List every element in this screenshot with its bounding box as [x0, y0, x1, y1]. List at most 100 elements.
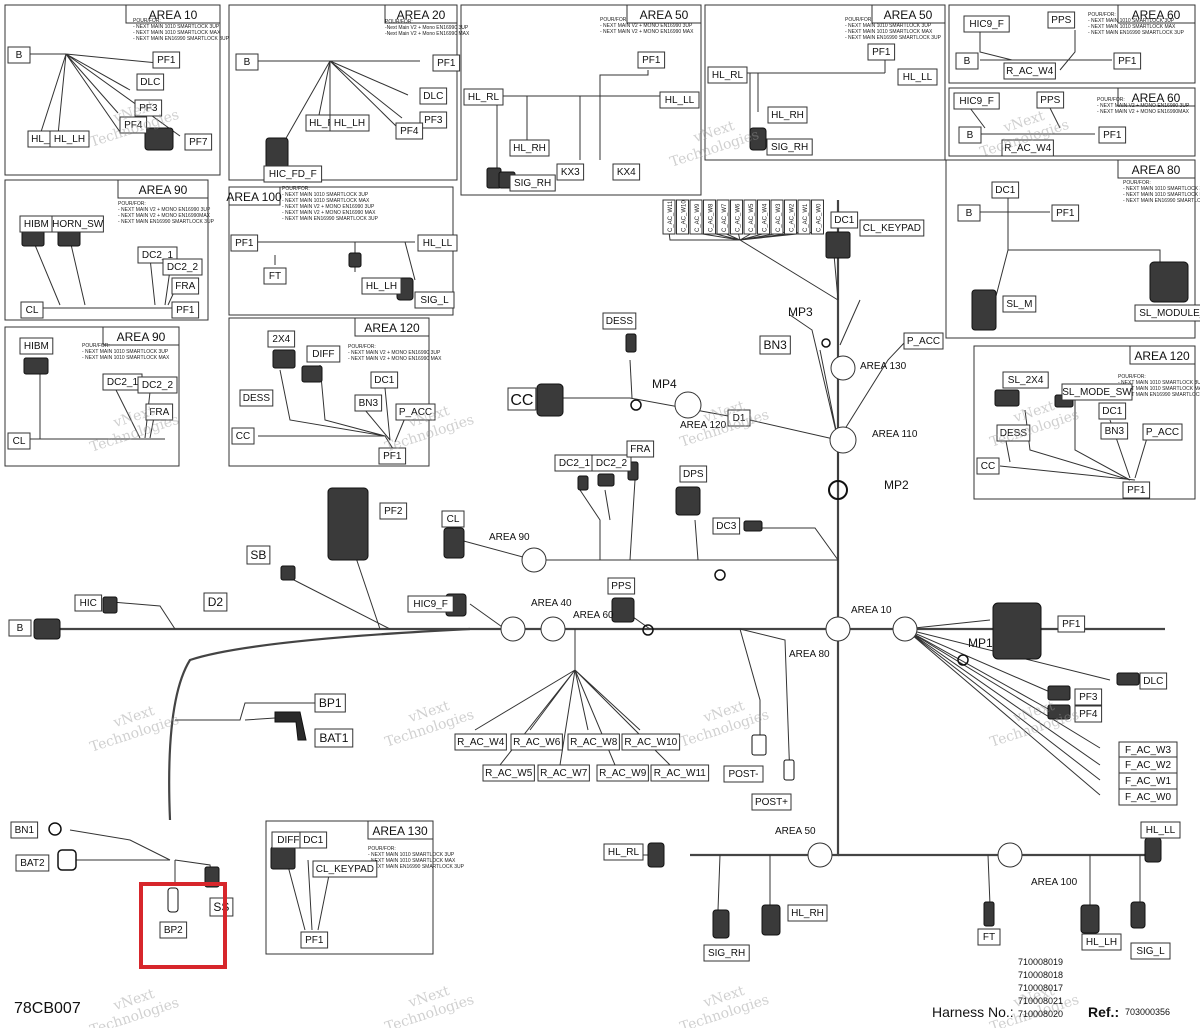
inset-note: POUR/FOR: [1097, 97, 1125, 103]
main-wires [69, 231, 1161, 911]
c-ac-text: C_AC_W8 [709, 203, 715, 232]
inset-connector-label: HIC_FD_F [263, 165, 323, 183]
inset-note: POUR/FOR: [368, 846, 396, 852]
connector-label: HIC [74, 594, 103, 612]
inset-note: POUR/FOR: [348, 344, 376, 350]
inset-title: AREA 60 [1132, 8, 1181, 22]
c-ac-label: C_AC_W3 [770, 199, 784, 235]
label-text: R_AC_W11 [654, 768, 706, 779]
inset-note: - NEXT MAIN 1010 SMARTLOCK MAX [1123, 192, 1200, 198]
inset-connector-label: DC2_2 [137, 376, 178, 394]
label-text: DC2_2 [167, 262, 199, 273]
label-text: DC2_2 [596, 458, 628, 469]
label-text: SB [250, 548, 266, 562]
c-ac-text: C_AC_W11 [668, 200, 674, 232]
label-text: PF4 [400, 126, 419, 137]
label-text: FT [269, 271, 281, 282]
label-text: POST- [728, 769, 758, 780]
inset-title: AREA 100 [226, 190, 282, 204]
connector-label: SB [246, 545, 271, 565]
label-text: BN3 [359, 398, 379, 409]
label-text: PF3 [1079, 692, 1098, 703]
harness-number: 710008017 [1018, 983, 1064, 993]
label-text: BP1 [319, 696, 342, 710]
label-text: B [964, 56, 971, 67]
inset-connector-label: B [958, 126, 982, 144]
inset-title: AREA 120 [1134, 349, 1190, 363]
label-text: HL_RH [513, 143, 546, 154]
inset-title: AREA 20 [397, 8, 446, 22]
inset-note: - NEXT MAIN 1010 SMARTLOCK 3UP [368, 852, 455, 858]
label-text: FRA [175, 281, 195, 292]
connector-label: FT [977, 928, 1001, 946]
inset-connector-label: CC [976, 457, 1000, 475]
label-text: HIC [80, 598, 97, 609]
label-text: PF1 [305, 935, 324, 946]
label-text: HL_LL [1146, 825, 1176, 836]
area-label: AREA 130 [860, 361, 907, 372]
inset-note: POUR/FOR: [118, 201, 146, 207]
inset-note: - NEXT MAIN 1010 SMARTLOCK MAX [368, 858, 456, 864]
inset-connector-label: DESS [239, 389, 274, 407]
inset-connector-label: PF1 [171, 301, 200, 319]
connector-label: D2 [203, 592, 228, 612]
connector-label: DESS [602, 312, 637, 330]
inset-note: - NEXT MAIN V2 + MONO EN16990 MAX [600, 29, 694, 35]
label-text: P_ACC [399, 407, 432, 418]
inset-note: - NEXT MAIN 1010 SMARTLOCK 3UP [1118, 380, 1200, 386]
inset-note: POUR/FOR: [845, 17, 873, 23]
inset-connector-label: SL_M [1002, 295, 1037, 313]
label-text: CL_KEYPAD [316, 864, 374, 875]
connector-label: CC [507, 387, 537, 411]
label-text: R_AC_W10 [624, 737, 677, 748]
inset-connector-label: HORN_SW [51, 215, 104, 233]
label-text: PPS [1051, 15, 1071, 26]
inset-connector-label: PPS [1047, 11, 1076, 29]
r-ac-label: R_AC_W5 [482, 764, 535, 782]
ref-value: 703000356 [1125, 1007, 1171, 1017]
label-text: HIBM [24, 341, 49, 352]
c-ac-text: C_AC_W0 [817, 203, 823, 232]
mp-label: MP2 [884, 478, 909, 492]
inset-note: - NEXT MAIN V2 + MONO EN16990 3UP [348, 350, 441, 356]
inset-note: - NEXT MAIN EN16990 SMARTLOCK 3UP [368, 864, 465, 870]
inset-note: POUR/FOR: [133, 18, 161, 24]
inset-connector-label: PF1 [378, 447, 407, 465]
label-text: P_ACC [907, 336, 940, 347]
connector-label: PF3 [1074, 688, 1103, 706]
inset-note: POUR/FOR: [600, 17, 628, 23]
inset-connector-label: FRA [171, 277, 200, 295]
inset-note: - NEXT MAIN V2 + MONO EN16990 MAX [348, 356, 442, 362]
label-text: B [244, 57, 251, 68]
connector-label: DC3 [712, 517, 741, 535]
c-ac-text: C_AC_W2 [790, 203, 796, 232]
label-text: HIC9_F [413, 599, 447, 610]
inset-connector-label: DC2_1 [102, 373, 143, 391]
label-text: CC [510, 392, 533, 409]
area-label: AREA 60 [573, 610, 614, 621]
label-text: DESS [243, 393, 271, 404]
connector-label: DPS [679, 465, 708, 483]
inset-note: POUR/FOR: [1118, 374, 1146, 380]
label-text: PPS [611, 581, 631, 592]
inset-title: AREA 60 [1132, 91, 1181, 105]
label-text: SIG_RH [708, 948, 745, 959]
harness-number: 710008021 [1018, 996, 1064, 1006]
inset-note: - NEXT MAIN 1010 SMARTLOCK 3UP [282, 192, 369, 198]
area-label: AREA 100 [1031, 877, 1078, 888]
inset-connector-label: HL_LH [329, 114, 370, 132]
label-text: HL_RH [31, 134, 64, 145]
label-text: DC2_1 [559, 458, 591, 469]
label-text: SIG_L [420, 295, 449, 306]
connector-label: PPS [607, 577, 636, 595]
label-text: PF1 [176, 305, 195, 316]
c-ac-label: C_AC_W0 [811, 199, 824, 235]
inset-title: AREA 80 [1132, 163, 1181, 177]
label-text: SL_M [1006, 299, 1032, 310]
inset-connector-label: P_ACC [395, 403, 436, 421]
label-text: CL [447, 514, 460, 525]
inset-connector-label: PF4 [395, 122, 424, 140]
